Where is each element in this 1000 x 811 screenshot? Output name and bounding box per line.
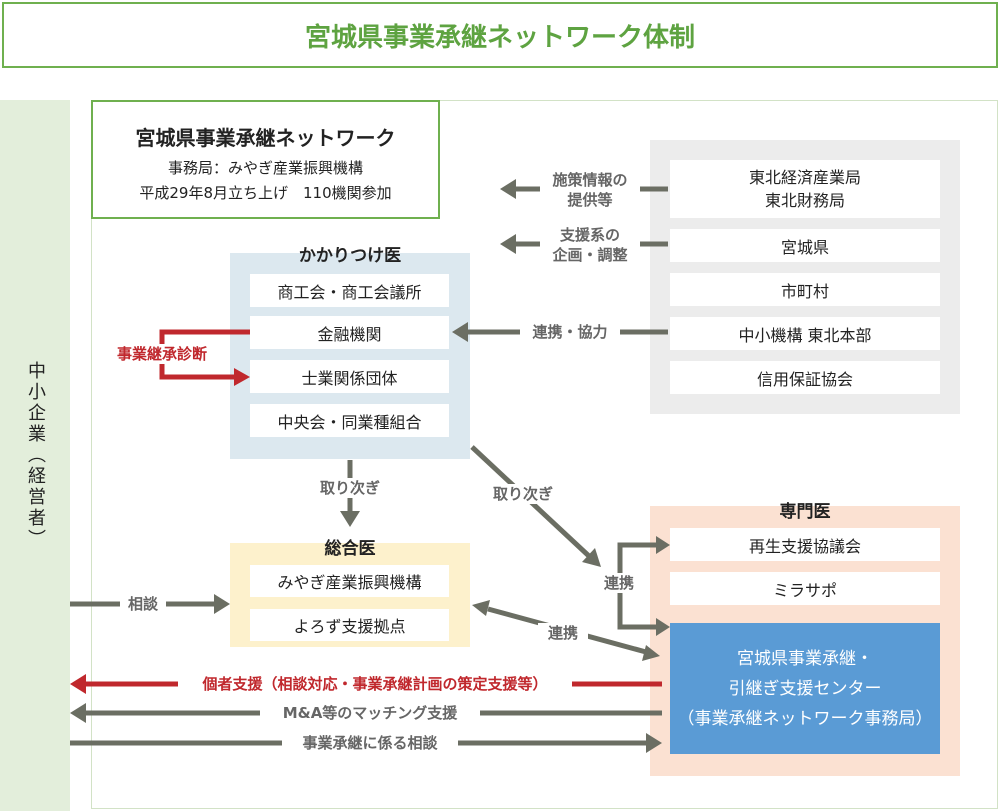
sogoi-title: 総合医 bbox=[324, 539, 376, 559]
center-line-2: 引継ぎ支援センター bbox=[728, 678, 882, 699]
cooperation-label: 連携・協力 bbox=[520, 322, 620, 342]
senmon-item-mirasapo: ミラサポ bbox=[670, 572, 940, 605]
kakari-item-finance: 金融機関 bbox=[250, 316, 449, 349]
succession-center-box: 宮城県事業承継・ 引継ぎ支援センター （事業承継ネットワーク事務局） bbox=[670, 623, 940, 754]
sogoi-item-yorozu: よろず支援拠点 bbox=[250, 609, 449, 641]
kakari-item-chamber: 商工会・商工会議所 bbox=[250, 274, 449, 307]
succession-consult-label: 事業承継に係る相談 bbox=[282, 733, 458, 753]
link-center-label: 連携 bbox=[538, 623, 588, 643]
support-plan-label: 支援系の 企画・調整 bbox=[540, 225, 640, 265]
individual-support-label: 個者支援（相談対応・事業承継計画の策定支援等） bbox=[178, 674, 572, 694]
center-line-3: （事業承継ネットワーク事務局） bbox=[677, 708, 933, 729]
senmon-item-saisei: 再生支援協議会 bbox=[670, 528, 940, 561]
gov-item-municipality: 市町村 bbox=[670, 273, 940, 306]
referral-diag-label: 取り次ぎ bbox=[486, 484, 560, 504]
senmon-title: 専門医 bbox=[779, 502, 831, 522]
gov-item-prefecture: 宮城県 bbox=[670, 229, 940, 262]
page-title: 宮城県事業承継ネットワーク体制 bbox=[2, 2, 998, 68]
kakari-item-federation: 中央会・同業種組合 bbox=[250, 404, 449, 437]
sme-band bbox=[0, 100, 70, 811]
referral-down-label: 取り次ぎ bbox=[310, 478, 390, 498]
network-office: 事務局：みやぎ産業振興機構 bbox=[167, 159, 363, 177]
policy-info-label: 施策情報の 提供等 bbox=[540, 170, 640, 210]
kakaritsuke-title: かかりつけ医 bbox=[298, 246, 402, 266]
link-senmon-label: 連携 bbox=[597, 573, 641, 593]
consult-label: 相談 bbox=[120, 594, 166, 614]
kakari-item-professional: 士業関係団体 bbox=[250, 360, 449, 393]
network-box: 宮城県事業承継ネットワーク 事務局：みやぎ産業振興機構 平成29年8月立ち上げ … bbox=[91, 100, 440, 219]
diagnosis-label: 事業継承診断 bbox=[104, 344, 220, 364]
gov-item-smrj: 中小機構 東北本部 bbox=[670, 317, 940, 350]
gov-item-credit: 信用保証協会 bbox=[670, 361, 940, 394]
sogoi-item-miyagi: みやぎ産業振興機構 bbox=[250, 565, 449, 597]
matching-label: M&A等のマッチング支援 bbox=[260, 703, 480, 723]
gov-item-meti: 東北経済産業局 東北財務局 bbox=[670, 160, 940, 218]
center-line-1: 宮城県事業承継・ bbox=[737, 648, 873, 669]
network-name: 宮城県事業承継ネットワーク bbox=[135, 126, 396, 150]
sme-label: 中小企業（経営者） bbox=[25, 361, 46, 550]
network-launch: 平成29年8月立ち上げ 110機関参加 bbox=[139, 184, 392, 202]
